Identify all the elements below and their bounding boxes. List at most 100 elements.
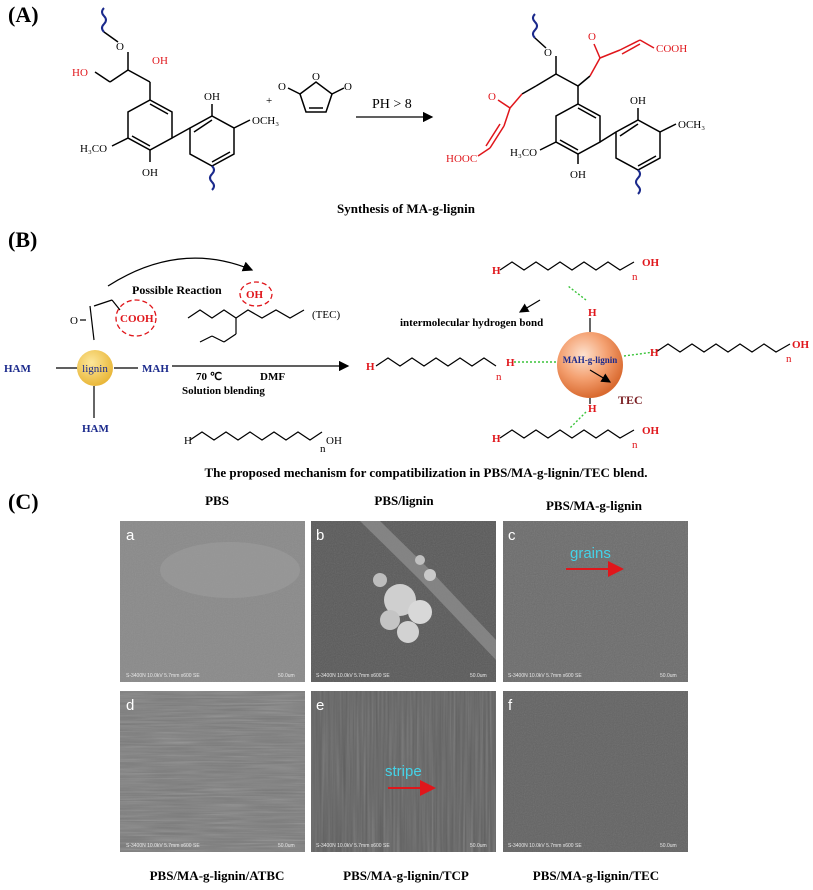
maleic-anhydride-structure	[287, 81, 345, 113]
tile-a-scale: 50.0um	[278, 673, 295, 679]
sem-tile-b: b S-3400N 10.0kV 5.7mm x600 SE 50.0um	[311, 521, 496, 682]
tec-arrow	[589, 369, 612, 383]
product-h3co: H₃CO	[510, 147, 537, 159]
cooh-highlight-circle	[115, 299, 157, 337]
possible-reaction-arrow	[107, 257, 254, 287]
tile-a-sem-info: S-3400N 10.0kV 5.7mm x600 SE	[126, 673, 200, 679]
tile-f-letter: f	[508, 697, 513, 714]
sem-tile-f: f S-3400N 10.0kV 5.7mm x600 SE 50.0um	[503, 691, 688, 852]
tile-f-bottom-label: PBS/MA-g-lignin/TEC	[533, 868, 659, 883]
tile-d-letter: d	[126, 697, 134, 714]
product-ether-o: O	[544, 47, 552, 59]
chain1-n: n	[632, 271, 638, 283]
carbonyl-o: O	[70, 315, 78, 327]
chain4-oh: OH	[642, 425, 660, 437]
oh-group-ring: OH	[204, 91, 220, 103]
tile-b-scale: 50.0um	[470, 673, 487, 679]
chain2-h: H	[366, 361, 375, 373]
anhydride-o-right: O	[344, 81, 352, 93]
product-och3: OCH₃	[678, 119, 705, 131]
chain3-h: H	[650, 347, 659, 359]
tile-e-letter: e	[316, 697, 324, 714]
product-oh-ring: OH	[630, 95, 646, 107]
tile-d-sem-info: S-3400N 10.0kV 5.7mm x600 SE	[126, 843, 200, 849]
ester-o-left: O	[488, 91, 496, 103]
hbond-pointer-arrow	[518, 299, 541, 313]
tile-c-scale: 50.0um	[660, 673, 677, 679]
hbond-label: intermolecular hydrogen bond	[400, 317, 543, 329]
tile-b-letter: b	[316, 527, 324, 544]
tec-label: (TEC)	[312, 309, 340, 321]
plus-sign: +	[266, 95, 272, 107]
ma-g-lignin-product-structure	[521, 13, 677, 195]
oh-group-bottom: OH	[142, 167, 158, 179]
tile-c-letter: c	[508, 527, 516, 544]
sphere-tec-label: TEC	[618, 393, 643, 407]
ham-bottom: HAM	[82, 423, 110, 435]
mah-right: MAH	[142, 363, 169, 375]
anhydride-oxygen: O	[312, 71, 320, 83]
chain2-n: n	[496, 371, 502, 383]
tile-d-bottom-label: PBS/MA-g-lignin/ATBC	[150, 868, 285, 883]
product-oh-bottom: OH	[570, 169, 586, 181]
mah-g-lignin-sphere	[557, 332, 623, 398]
chain1-h: H	[492, 265, 501, 277]
ham-left: HAM	[4, 363, 32, 375]
sem-tile-a: a S-3400N 10.0kV 5.7mm x600 SE 50.0um	[120, 521, 305, 682]
panel-b-label: (B)	[8, 227, 37, 252]
tile-b-top-label: PBS/lignin	[374, 493, 434, 508]
panel-b-caption: The proposed mechanism for compatibiliza…	[204, 465, 647, 480]
ether-oxygen-label: O	[116, 41, 124, 53]
pbs-reactant-chain	[189, 431, 323, 441]
h-bottom: H	[588, 403, 597, 415]
reaction-condition: PH > 8	[372, 97, 412, 112]
tile-a-top-label: PBS	[205, 493, 229, 508]
ester-o-top: O	[588, 31, 596, 43]
anhydride-o-left: O	[278, 81, 286, 93]
lignin-bead	[77, 350, 113, 386]
tile-d-scale: 50.0um	[278, 843, 295, 849]
stripe-annotation: stripe	[385, 763, 422, 780]
tec-oh: OH	[246, 289, 264, 301]
lignin-bead-bonds	[56, 299, 138, 418]
cooh-group: COOH	[656, 43, 687, 55]
ho-group: HO	[72, 67, 88, 79]
tile-c-top-label: PBS/MA-g-lignin	[546, 498, 643, 513]
h-top: H	[588, 307, 597, 319]
panel-a-label: (A)	[8, 2, 39, 27]
lignin-cooh: COOH	[120, 313, 154, 325]
tile-f-scale: 50.0um	[660, 843, 677, 849]
pbs-h-start: H	[184, 435, 192, 447]
cond-solvent: DMF	[260, 371, 285, 383]
tile-b-sem-info: S-3400N 10.0kV 5.7mm x600 SE	[316, 673, 390, 679]
tile-e-sem-info: S-3400N 10.0kV 5.7mm x600 SE	[316, 843, 390, 849]
chain3-n: n	[786, 353, 792, 365]
chain4-h: H	[492, 433, 501, 445]
hydrogen-bonds	[514, 285, 655, 429]
tile-e-scale: 50.0um	[470, 843, 487, 849]
oh-highlight-circle	[239, 281, 273, 307]
pbs-n-subscript: n	[320, 443, 326, 455]
cond-method: Solution blending	[182, 385, 265, 397]
och3-group: OCH₃	[252, 115, 279, 127]
sem-tile-c: c grains S-3400N 10.0kV 5.7mm x600 SE 50…	[503, 521, 688, 682]
chain3-oh: OH	[792, 339, 810, 351]
panel-a-caption: Synthesis of MA-g-lignin	[337, 201, 476, 216]
cond-temp: 70 ℃	[196, 371, 222, 383]
panel-c-label: (C)	[8, 489, 39, 514]
tile-e-bottom-label: PBS/MA-g-lignin/TCP	[343, 868, 469, 883]
pbs-chain-end-labels: H OH n H n H OH n H OH n	[366, 257, 810, 451]
h3co-group: H₃CO	[80, 143, 107, 155]
tile-f-sem-info: S-3400N 10.0kV 5.7mm x600 SE	[508, 843, 582, 849]
lignin-reactant-structure	[94, 7, 251, 191]
grains-annotation: grains	[570, 545, 611, 562]
tile-c-sem-info: S-3400N 10.0kV 5.7mm x600 SE	[508, 673, 582, 679]
sem-tile-e: e stripe S-3400N 10.0kV 5.7mm x600 SE 50…	[311, 691, 496, 852]
chain4-n: n	[632, 439, 638, 451]
tile-a-letter: a	[126, 527, 135, 544]
oh-group-top: OH	[152, 55, 168, 67]
tec-structure	[187, 309, 305, 343]
grafted-maleate-chains	[477, 39, 655, 157]
